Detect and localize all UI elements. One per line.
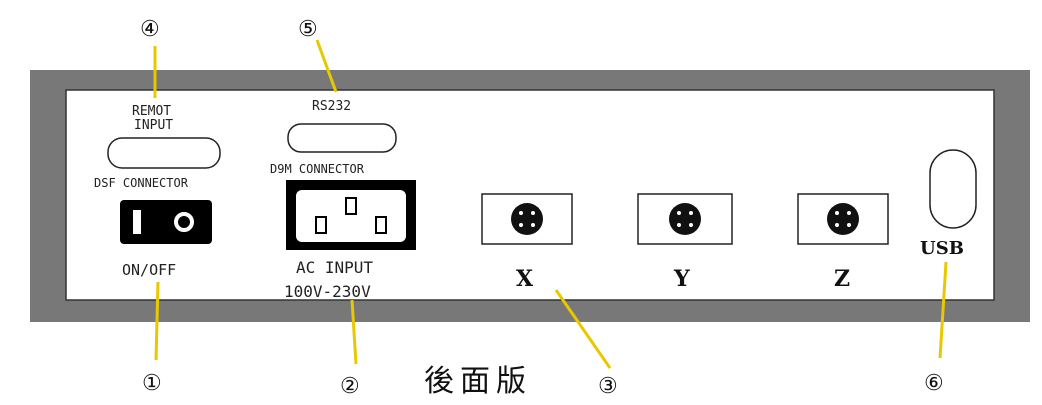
axis-port-y: [637, 193, 733, 245]
callout-line-1: [154, 281, 160, 361]
axis-port-z: [797, 193, 889, 245]
voltage-label: 100V-230V: [284, 282, 371, 301]
remote-input-label-line1: REMOT: [132, 104, 171, 119]
callout-line-3: [554, 289, 612, 369]
on-off-label: ON/OFF: [122, 261, 176, 279]
power-switch-on-mark: [133, 210, 141, 234]
callout-4: ④: [140, 17, 160, 42]
callout-6: ⑥: [924, 371, 944, 396]
d9m-connector-port: [287, 123, 397, 153]
callout-1: ①: [142, 371, 162, 396]
usb-label: USB: [920, 238, 964, 259]
usb-port: [929, 149, 977, 229]
axis-label-x: X: [516, 266, 534, 292]
power-switch: [120, 200, 212, 244]
rs232-label: RS232: [312, 99, 351, 114]
ac-input-label: AC INPUT: [296, 258, 373, 277]
panel-caption: 後面版: [424, 364, 532, 399]
callout-line-6: [938, 261, 948, 359]
axis-port-x: [481, 193, 573, 245]
dsf-connector-port: [107, 137, 221, 169]
callout-line-2: [350, 299, 358, 365]
callout-3: ③: [598, 374, 618, 399]
callout-line-5: [315, 39, 338, 93]
power-switch-off-mark: [174, 212, 194, 232]
remote-input-label-line2: INPUT: [134, 118, 173, 133]
callout-5: ⑤: [298, 17, 318, 42]
ac-input-pin-center: [345, 197, 357, 215]
axis-label-y: Y: [673, 266, 690, 292]
d9m-connector-label: D9M CONNECTOR: [270, 162, 365, 176]
dsf-connector-label: DSF CONNECTOR: [94, 176, 189, 190]
ac-input-pin-left: [315, 216, 327, 234]
axis-label-z: Z: [834, 266, 850, 292]
callout-2: ②: [340, 374, 360, 399]
ac-input-pin-right: [375, 216, 387, 234]
